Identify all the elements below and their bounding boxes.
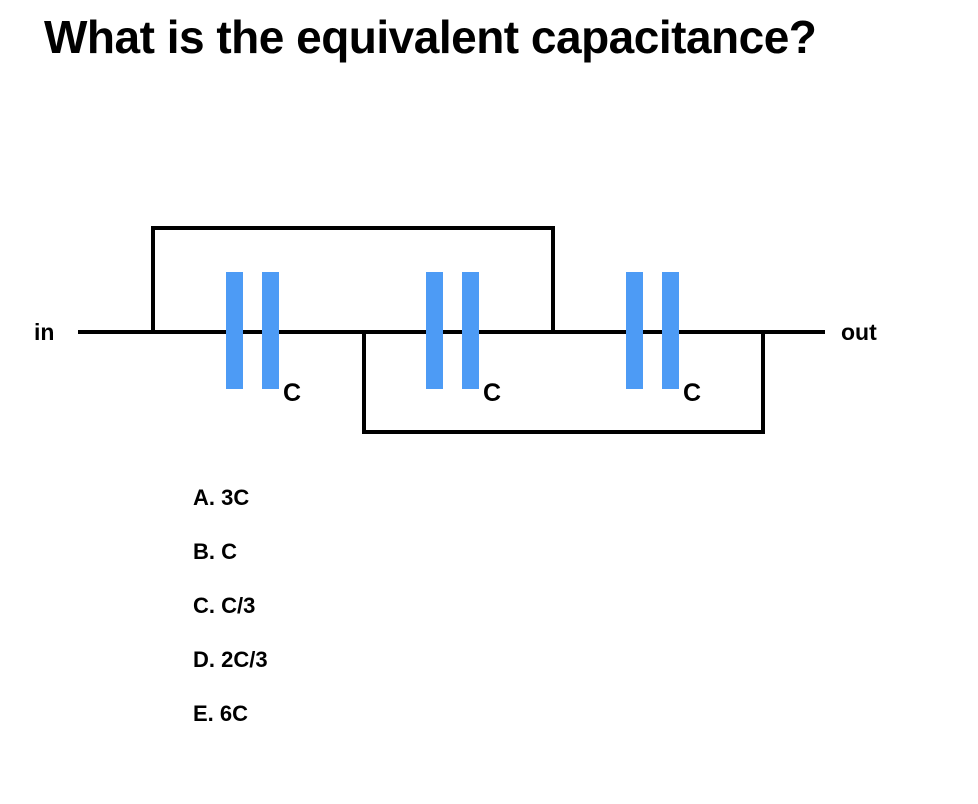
capacitor-1-plate-left <box>226 272 243 389</box>
answer-options-list: A. 3C B. C C. C/3 D. 2C/3 E. 6C <box>193 487 593 757</box>
capacitor-2-plate-right <box>462 272 479 389</box>
page-title: What is the equivalent capacitance? <box>44 11 817 63</box>
capacitor-3-label: C <box>683 379 702 407</box>
answer-option-e[interactable]: E. 6C <box>193 701 249 726</box>
answer-option-c[interactable]: C. C/3 <box>193 593 256 618</box>
terminal-label-out: out <box>841 319 877 345</box>
capacitor-3-plate-right <box>662 272 679 389</box>
terminal-label-in: in <box>34 319 55 345</box>
capacitor-2-label: C <box>483 379 502 407</box>
capacitor-3-plate-left <box>626 272 643 389</box>
capacitor-1-plate-right <box>262 272 279 389</box>
capacitor-2-plate-left <box>426 272 443 389</box>
answer-option-d[interactable]: D. 2C/3 <box>193 647 268 672</box>
answer-option-b[interactable]: B. C <box>193 539 237 564</box>
capacitor-1-label: C <box>283 379 302 407</box>
answer-option-a[interactable]: A. 3C <box>193 485 250 510</box>
